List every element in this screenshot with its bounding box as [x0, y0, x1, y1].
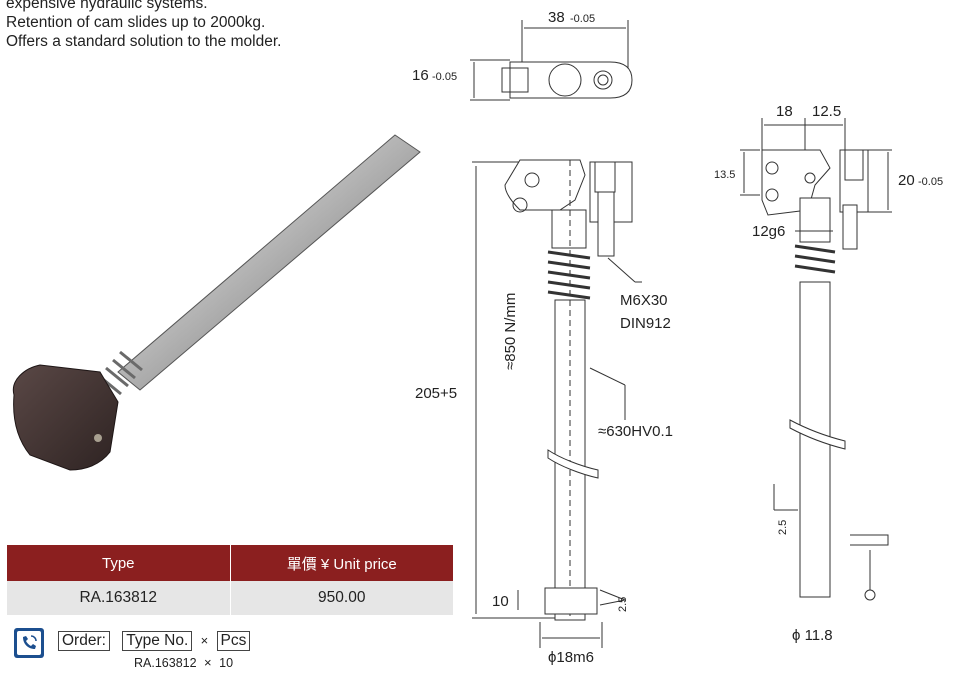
cell-unit-price: 950.00: [230, 581, 453, 615]
type-no-label: Type No.: [122, 631, 193, 651]
top-height-tol: -0.05: [432, 71, 457, 83]
top-height-label: 16: [412, 67, 429, 84]
side-bore-label: 12g6: [752, 223, 785, 240]
shaft-end-label: 10: [492, 593, 509, 610]
shaft-diameter-label: ϕ18m6: [548, 649, 594, 666]
side-total-tol: -0.05: [918, 176, 943, 188]
top-width-tol: -0.05: [570, 13, 595, 25]
hardness-label: ≈630HV0.1: [598, 423, 673, 440]
screw-std-label: DIN912: [620, 315, 671, 332]
table-row: RA.163812 950.00: [7, 581, 453, 615]
intro-text: expensive hydraulic systems. Retention o…: [6, 0, 281, 51]
sample-type: RA.163812: [134, 656, 197, 670]
intro-line: Offers a standard solution to the molder…: [6, 33, 282, 50]
intro-line: Retention of cam slides up to 2000kg.: [6, 14, 266, 31]
side-diameter-label: ϕ 11.8: [792, 627, 833, 644]
total-length-label: 205+5: [415, 385, 457, 402]
product-photo: [12, 134, 421, 471]
screw-size-label: M6X30: [620, 292, 668, 309]
side-width-a-label: 18: [776, 103, 793, 120]
order-label: Order:: [58, 631, 110, 651]
price-table: Type 單價 ¥ Unit price RA.163812 950.00: [7, 545, 453, 615]
order-example: RA.163812 × 10: [134, 655, 233, 670]
side-total-label: 20: [898, 172, 915, 189]
side-chamfer-label: 2.5: [777, 520, 789, 535]
chamfer-label: 2.5: [617, 597, 629, 612]
order-format: Order: Type No. × Pcs: [58, 631, 251, 651]
cell-type: RA.163812: [7, 581, 231, 615]
spring-rate-label: ≈850 N/mm: [502, 293, 519, 370]
header-unit-price: 單價 ¥ Unit price: [230, 545, 453, 581]
phone-icon: [14, 628, 44, 658]
header-type: Type: [7, 545, 231, 581]
sample-times: ×: [204, 655, 212, 670]
times-sign: ×: [200, 633, 209, 648]
intro-line: expensive hydraulic systems.: [6, 0, 208, 12]
table-header-row: Type 單價 ¥ Unit price: [7, 545, 453, 581]
top-width-label: 38: [548, 9, 565, 26]
pcs-label: Pcs: [216, 631, 251, 651]
sample-qty: 10: [219, 656, 234, 670]
side-height-label: 13.5: [714, 169, 735, 181]
side-width-b-label: 12.5: [812, 103, 841, 120]
